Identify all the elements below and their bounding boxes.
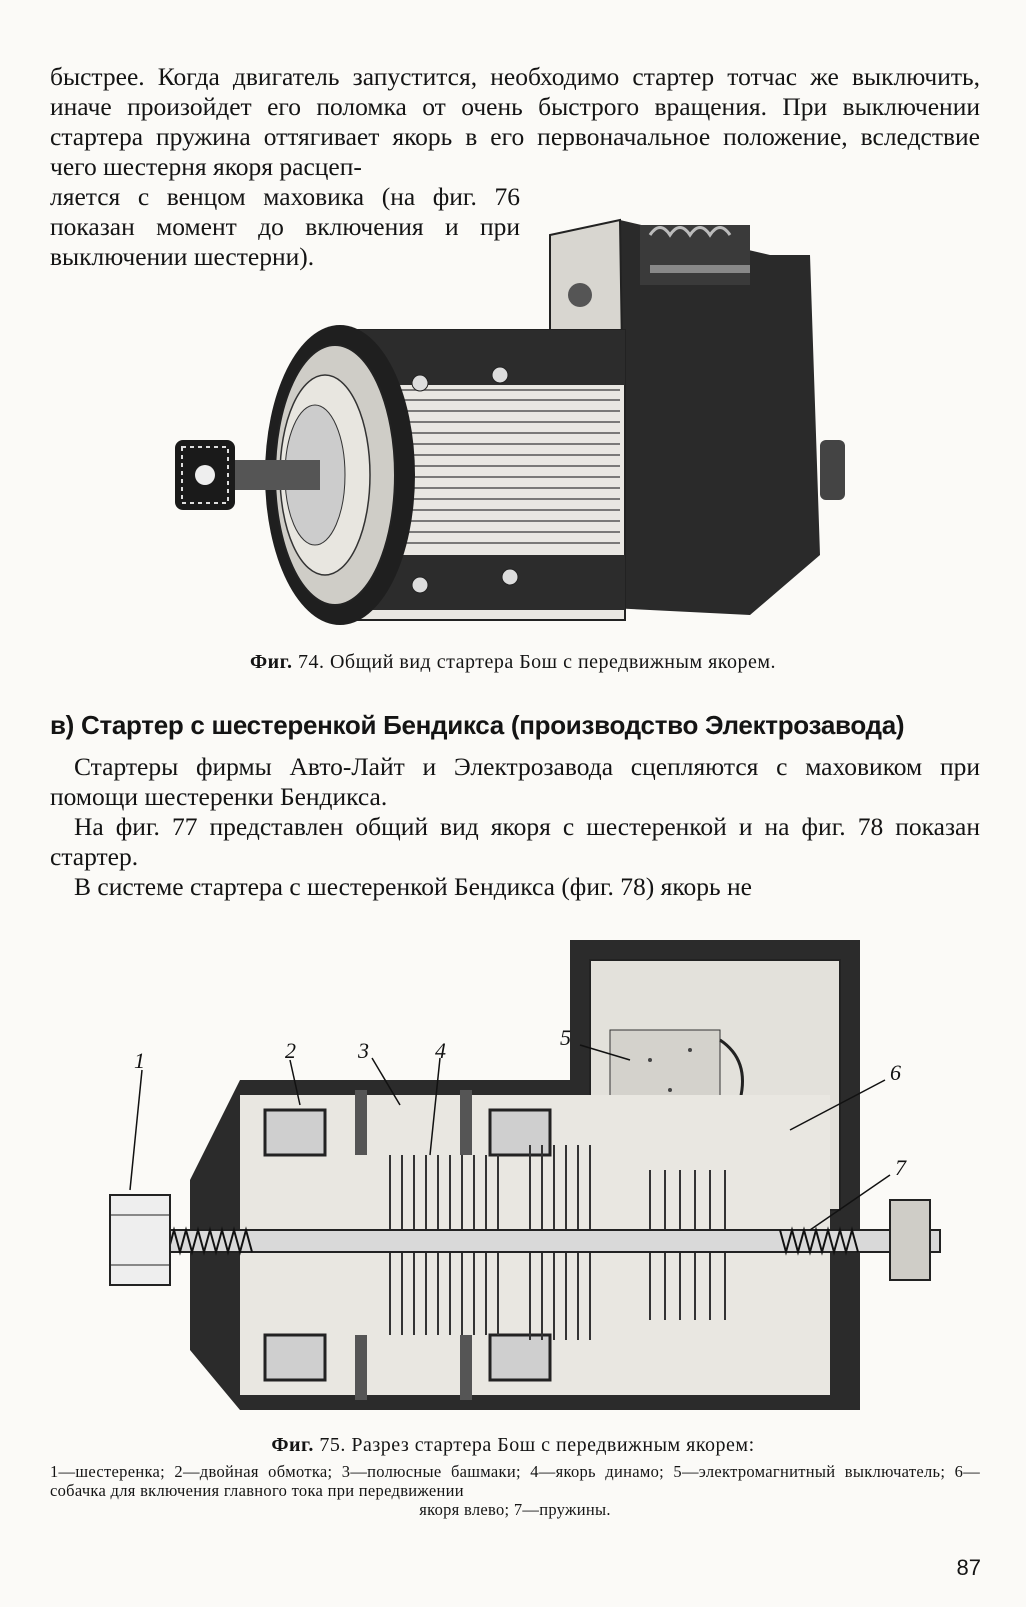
section-paragraph-2: На фиг. 77 представлен общий вид якоря с… [50,812,980,871]
label-5: 5 [560,1025,571,1050]
figure-75-caption: Фиг. 75. Разрез стартера Бош с передвижн… [0,1434,1026,1457]
top-paragraph: быстрее. Когда двигатель запустится, нео… [50,62,980,181]
label-7: 7 [895,1155,907,1180]
label-6: 6 [890,1060,901,1085]
section-paragraph-3: В системе стартера с шестеренкой Бендикс… [74,872,752,901]
figure-74-caption-prefix: Фиг. [249,651,293,673]
figure-75-legend-end: якоря влево; 7—пружины. [419,1500,611,1519]
figure-74-caption: Фиг. 74. Общий вид стартера Бош с передв… [0,651,1026,674]
label-1: 1 [134,1048,145,1073]
label-2: 2 [285,1038,296,1063]
figure-74-starter-illustration [175,218,845,625]
wrapped-paragraph: ляется с венцом маховика (на фиг. 76 пок… [50,182,520,271]
figure-75-caption-prefix: Фиг. [271,1434,314,1456]
label-3: 3 [357,1038,369,1063]
figure-74-caption-text: 74. Общий вид стартера Бош с передвижным… [297,651,777,673]
figure-75-cross-section: 1 2 3 4 5 6 7 [109,940,941,1410]
page-number: 87 [956,1555,981,1580]
section-heading: в) Стартер с шестеренкой Бендикса (произ… [50,710,905,740]
label-4: 4 [435,1038,446,1063]
figure-75-legend: 1—шестеренка; 2—двойная обмотка; 3—полюс… [50,1462,980,1500]
section-paragraph-1: Стартеры фирмы Авто-Лайт и Электрозавода… [50,752,980,811]
figure-75-caption-text: 75. Разрез стартера Бош с передвижным як… [319,1434,755,1456]
